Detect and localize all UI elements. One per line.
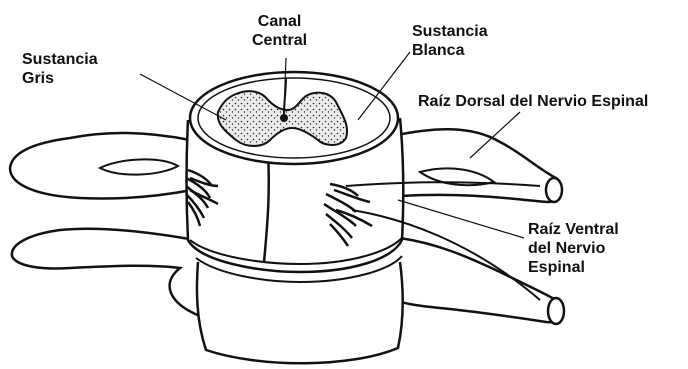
central-canal bbox=[280, 114, 288, 122]
label-raiz-dorsal: Raíz Dorsal del Nervio Espinal bbox=[418, 92, 648, 111]
vertebral-body bbox=[197, 262, 403, 363]
label-sustancia-gris: Sustancia Gris bbox=[22, 50, 98, 88]
right-upper-nerve-end bbox=[546, 178, 562, 202]
left-lower-process bbox=[12, 229, 200, 316]
right-upper-process bbox=[392, 129, 562, 202]
leader-raiz-ventral bbox=[398, 200, 524, 238]
label-raiz-ventral: Raíz Ventral del Nervio Espinal bbox=[528, 220, 619, 277]
label-sustancia-blanca: Sustancia Blanca bbox=[412, 22, 488, 60]
right-lower-nerve-end bbox=[548, 298, 564, 324]
label-canal-central: Canal Central bbox=[252, 12, 307, 50]
